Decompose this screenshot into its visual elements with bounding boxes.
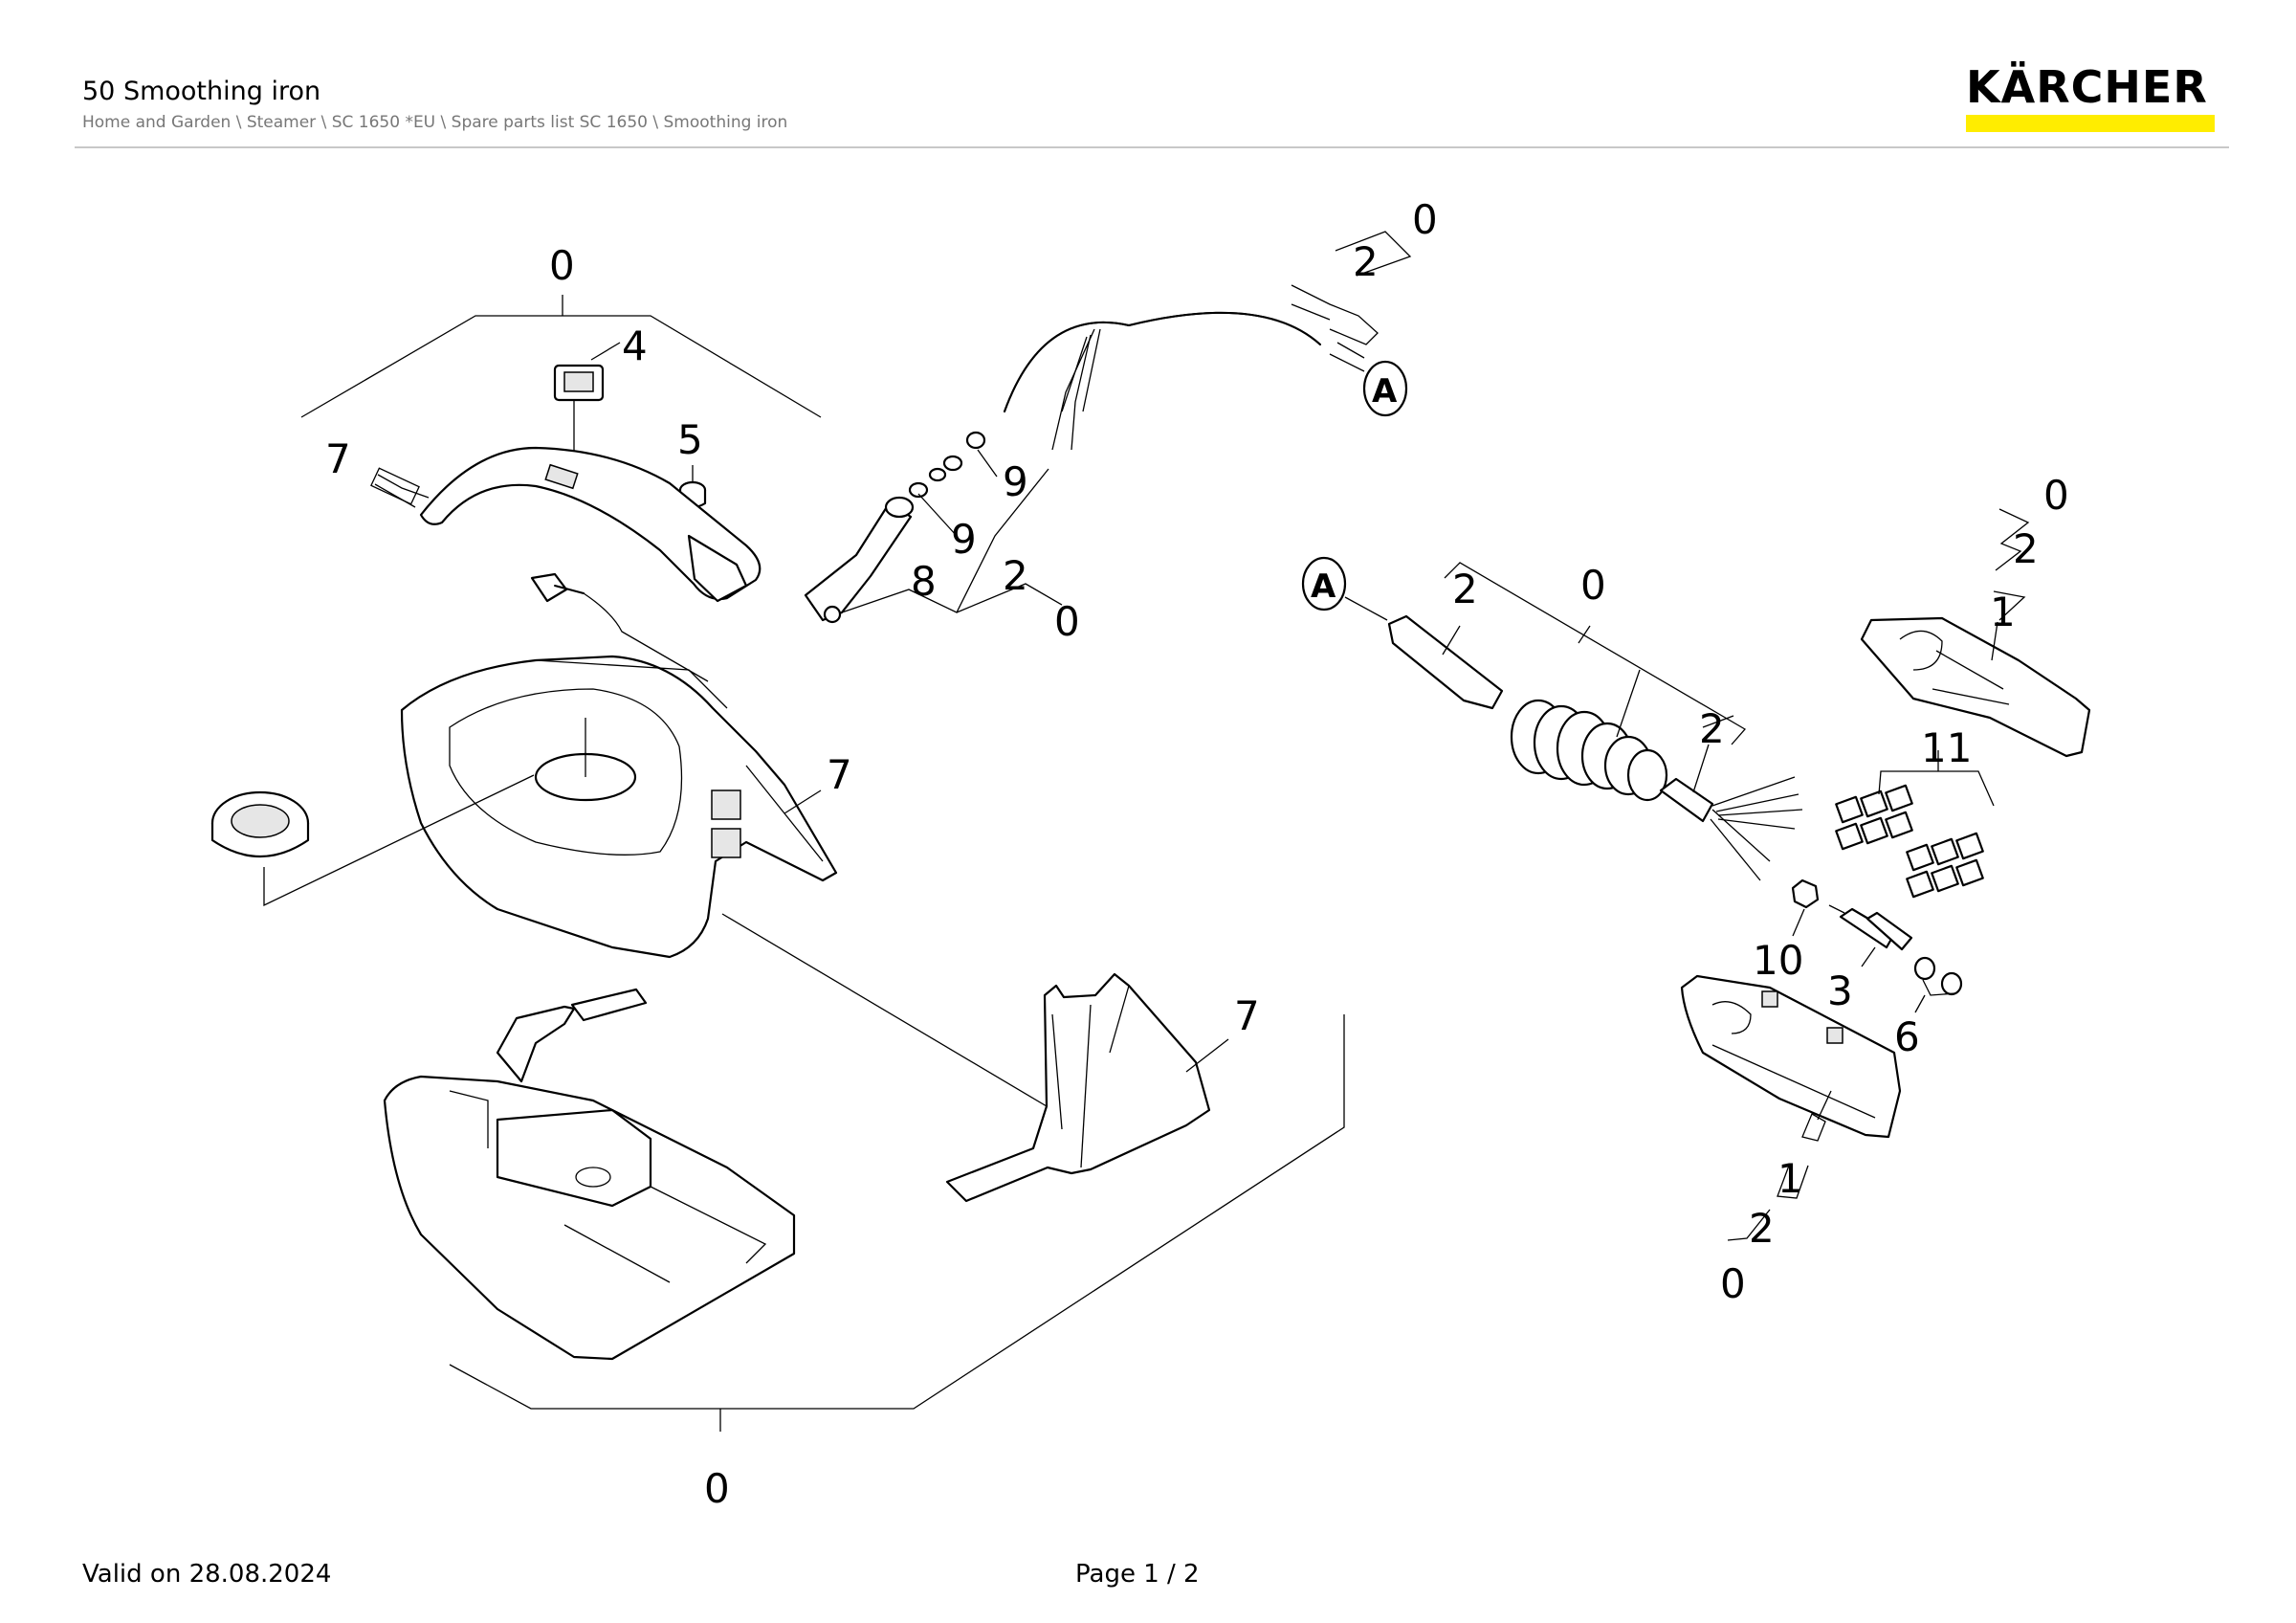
- callout-marker-a-right: A: [1311, 567, 1336, 606]
- terminal-block-part: [1835, 750, 1995, 899]
- ring-part: [1913, 956, 1963, 1013]
- callout-cover-top-2: 2: [2013, 525, 2039, 572]
- callout-hose-top-2: 2: [1353, 238, 1379, 285]
- switch-part: [553, 342, 621, 457]
- callout-cover-top-0: 0: [2043, 472, 2069, 519]
- cable-end-part: [1659, 715, 1803, 881]
- callout-ring-6: 6: [1894, 1013, 1920, 1060]
- hose-part: [1004, 231, 1412, 451]
- callout-knob-cap-5: 5: [677, 416, 703, 463]
- logo-yellow-bar: [1966, 115, 2215, 132]
- karcher-logo: KÄRCHER: [1966, 63, 2215, 136]
- callout-cover-bot-2: 2: [1749, 1205, 1775, 1252]
- grip-sleeve-part: [1387, 614, 1504, 710]
- callout-nozzle-9a: 9: [1003, 458, 1028, 505]
- callout-nut-10: 10: [1753, 937, 1803, 984]
- callout-cover-bot-0: 0: [1720, 1260, 1746, 1307]
- heating-element-part: [530, 572, 709, 682]
- callout-nozzle-0: 0: [1054, 598, 1080, 645]
- page-number: Page 1 / 2: [1075, 1560, 1200, 1589]
- top-cover-part: [1860, 616, 2091, 758]
- marker-a-top: [1329, 353, 1408, 417]
- callout-switch-4: 4: [622, 322, 648, 369]
- nozzle-parts: [804, 431, 1063, 624]
- bellows-part: [1510, 669, 1668, 802]
- callout-valve-3: 3: [1827, 967, 1853, 1014]
- bottom-cover-part: [1680, 974, 1902, 1139]
- callout-nozzle-9b: 9: [951, 516, 977, 563]
- callout-bracket-7: 7: [1234, 992, 1260, 1039]
- callout-marker-a-top: A: [1372, 372, 1398, 411]
- base-group-bracket: [449, 1014, 1345, 1410]
- bracket-part: [945, 972, 1229, 1203]
- callout-base-group-0: 0: [704, 1465, 730, 1512]
- marker-a-right: [1301, 556, 1388, 621]
- callout-handle-cover-7: 7: [325, 435, 351, 482]
- callout-terminal-11: 11: [1921, 724, 1972, 771]
- handle-cover-part: [370, 446, 762, 603]
- valid-date: Valid on 28.08.2024: [82, 1560, 332, 1589]
- callout-housing-cover-7: 7: [827, 751, 852, 798]
- logo-text: KÄRCHER: [1966, 61, 2208, 113]
- callout-cable-2: 2: [1699, 705, 1725, 752]
- page-title: 50 Smoothing iron: [82, 77, 321, 106]
- callout-sleeve-2: 2: [1452, 566, 1478, 612]
- soleplate-base-part: [383, 988, 1053, 1361]
- breadcrumb: Home and Garden \ Steamer \ SC 1650 *EU …: [82, 113, 788, 132]
- callout-nozzle-2: 2: [1003, 552, 1028, 599]
- callout-cover-bot-1: 1: [1777, 1155, 1803, 1202]
- callout-cover-top-1: 1: [1990, 589, 2016, 635]
- callout-handle-group-0: 0: [549, 242, 575, 289]
- header-divider: [75, 146, 2229, 148]
- callout-hose-top-0: 0: [1412, 196, 1438, 243]
- callout-nozzle-8: 8: [911, 558, 937, 605]
- valve-part: [1828, 904, 1913, 967]
- knob-wheel-part: [210, 774, 535, 907]
- top-cover-bracket: [1991, 508, 2030, 661]
- callout-sleeve-group-0: 0: [1580, 562, 1606, 609]
- bottom-cover-bracket: [1727, 1090, 1832, 1241]
- nut-part: [1791, 878, 1820, 937]
- sleeve-group-bracket: [1444, 562, 1747, 745]
